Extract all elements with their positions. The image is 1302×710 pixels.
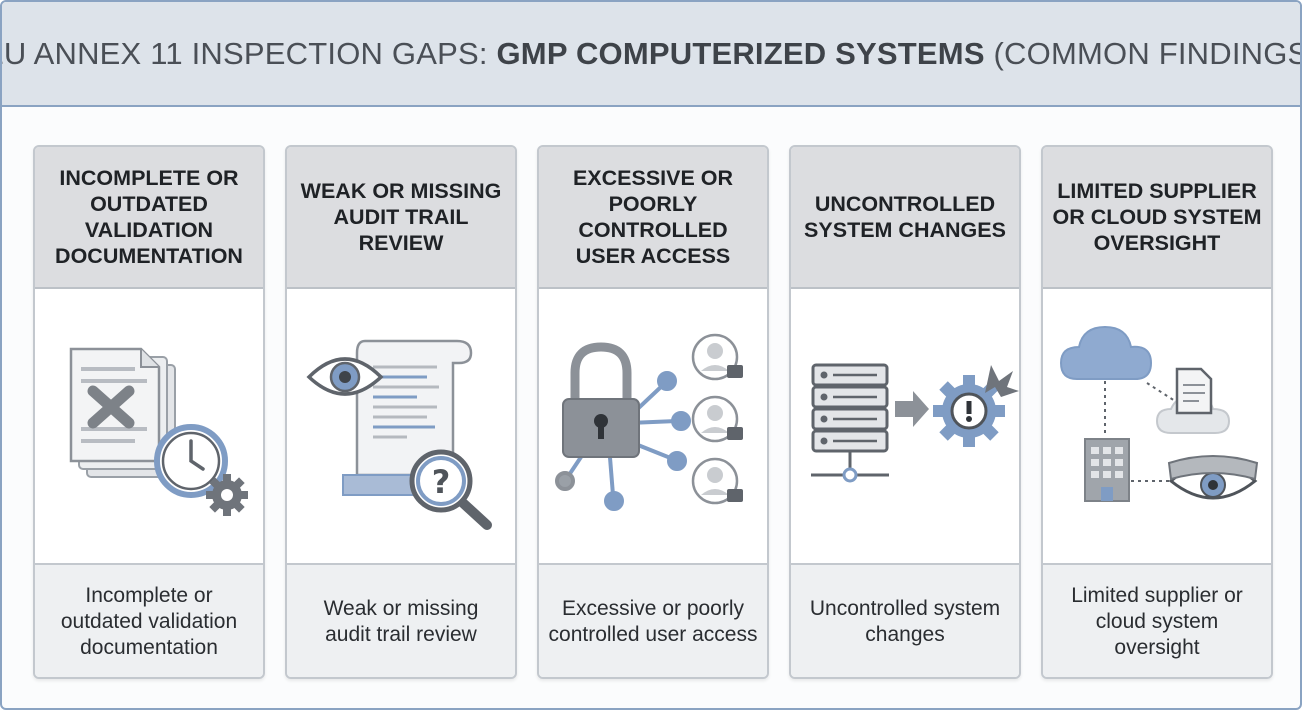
blindfold-eye-icon: [1167, 455, 1259, 500]
card-caption-text: Weak or missing audit trail review: [323, 597, 479, 646]
card-caption: Uncontrolled system changes: [791, 563, 1019, 677]
card-heading: INCOMPLETE OR OUTDATED VALIDATION DOCUME…: [35, 147, 263, 289]
validation-illustration: [69, 347, 248, 516]
arrow-right-icon: [895, 391, 929, 427]
svg-text:?: ?: [432, 463, 451, 501]
audit-trail-illustration: ?: [306, 339, 492, 530]
card-heading: LIMITED SUPPLIER OR CLOUD SYSTEM OVERSIG…: [1043, 147, 1271, 289]
magnifier-question-icon: ?: [409, 449, 492, 530]
finding-card-system-changes: UNCONTROLLED SYSTEM CHANGES: [789, 145, 1021, 679]
card-caption: Weak or missing audit trail review: [287, 563, 515, 677]
padlock-icon: [562, 342, 640, 458]
card-illustration: [791, 289, 1019, 563]
card-caption-text: Incomplete or outdated validation docume…: [60, 584, 238, 659]
card-heading: WEAK OR MISSING AUDIT TRAIL REVIEW: [287, 147, 515, 289]
card-caption: Excessive or poorly controlled user acce…: [539, 563, 767, 677]
card-illustration: [1043, 289, 1271, 563]
card-heading-text: INCOMPLETE OR OUTDATED VALIDATION DOCUME…: [55, 166, 243, 268]
card-illustration: [35, 289, 263, 563]
card-caption: Incomplete or outdated validation docume…: [35, 563, 263, 677]
card-caption-text: Uncontrolled system changes: [809, 597, 1001, 646]
finding-card-validation: INCOMPLETE OR OUTDATED VALIDATION DOCUME…: [33, 145, 265, 679]
card-heading: EXCESSIVE OR POORLY CONTROLLED USER ACCE…: [539, 147, 767, 289]
card-caption: Limited supplier or cloud system oversig…: [1043, 563, 1271, 677]
server-icon: [811, 363, 889, 483]
building-icon: [1084, 438, 1130, 502]
header-bar: EU ANNEX 11 INSPECTION GAPS: GMP COMPUTE…: [2, 2, 1300, 107]
clock-icon: [154, 424, 228, 498]
system-changes-illustration: [811, 363, 1019, 483]
gear-warning-icon: [933, 365, 1019, 447]
card-heading-text: UNCONTROLLED SYSTEM CHANGES: [804, 192, 1006, 242]
card-heading: UNCONTROLLED SYSTEM CHANGES: [791, 147, 1019, 289]
card-heading-text: EXCESSIVE OR POORLY CONTROLLED USER ACCE…: [572, 166, 734, 268]
card-heading-text: LIMITED SUPPLIER OR CLOUD SYSTEM OVERSIG…: [1052, 179, 1262, 255]
finding-card-audit-trail: WEAK OR MISSING AUDIT TRAIL REVIEW: [285, 145, 517, 679]
title-suffix: (COMMON FINDINGS): [984, 35, 1302, 71]
user-unlocked-icon: [691, 333, 743, 505]
document-icon: [1175, 367, 1213, 415]
card-illustration: [539, 289, 767, 563]
scroll-icon: [342, 339, 473, 496]
gear-icon: [206, 474, 248, 516]
finding-card-user-access: EXCESSIVE OR POORLY CONTROLLED USER ACCE…: [537, 145, 769, 679]
title-bold: GMP COMPUTERIZED SYSTEMS: [496, 35, 985, 71]
title-prefix: EU ANNEX 11 INSPECTION GAPS:: [0, 35, 497, 71]
card-caption-text: Limited supplier or cloud system oversig…: [1071, 584, 1243, 659]
card-caption-text: Excessive or poorly controlled user acce…: [548, 597, 758, 646]
user-access-illustration: [555, 333, 743, 511]
page-title: EU ANNEX 11 INSPECTION GAPS: GMP COMPUTE…: [0, 35, 1302, 72]
card-illustration: ?: [287, 289, 515, 563]
card-heading-text: WEAK OR MISSING AUDIT TRAIL REVIEW: [300, 179, 502, 255]
document-x-icon: [69, 347, 176, 478]
connector-lines: [1104, 381, 1176, 482]
eye-icon: [306, 357, 384, 396]
supplier-oversight-illustration: [1059, 325, 1259, 502]
finding-card-supplier-oversight: LIMITED SUPPLIER OR CLOUD SYSTEM OVERSIG…: [1041, 145, 1273, 679]
